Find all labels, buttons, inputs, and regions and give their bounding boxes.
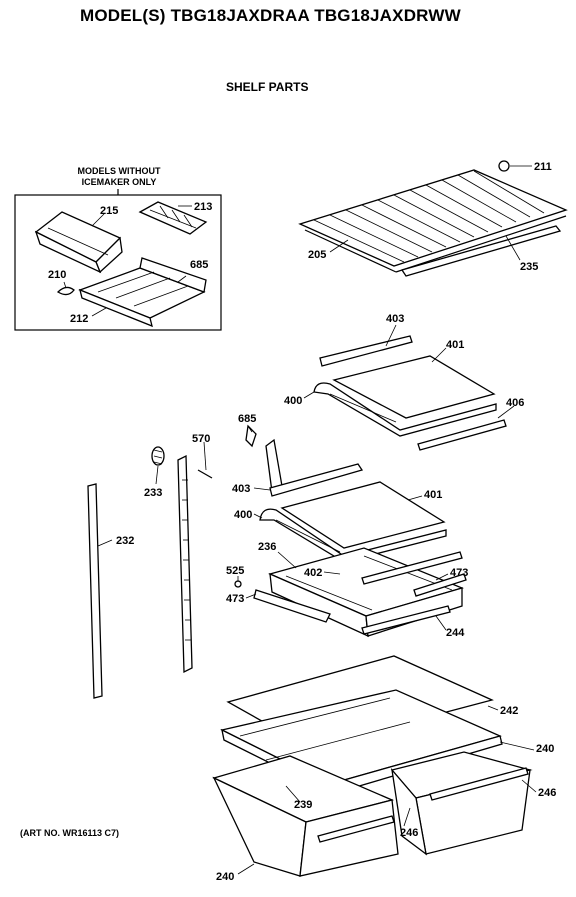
- callout-525: 525: [226, 565, 244, 577]
- part-233-spring: [151, 446, 165, 466]
- callout-239: 239: [294, 799, 312, 811]
- crisper-drawer-left: [212, 755, 399, 877]
- inset-title-line-2: ICEMAKER ONLY: [81, 177, 157, 187]
- bracket-685: [265, 438, 283, 494]
- callout-242: 242: [500, 705, 518, 717]
- shelf-trim-part: [400, 225, 562, 277]
- callout-401-upper: 401: [446, 339, 464, 351]
- pan-trim-244: [361, 605, 451, 635]
- shelf-trim-406: [417, 419, 507, 451]
- callout-473-right: 473: [450, 567, 468, 579]
- shelf-trim-403-upper: [319, 335, 413, 367]
- glass-shelf-401-upper: [332, 355, 496, 419]
- callout-212: 212: [70, 313, 88, 325]
- callout-213: 213: [194, 201, 212, 213]
- shelf-frame-400-lower: [259, 508, 447, 563]
- callout-210: 210: [48, 269, 66, 281]
- shelf-rail-232: [87, 483, 103, 699]
- callout-406: 406: [506, 397, 524, 409]
- callout-205: 205: [308, 249, 326, 261]
- ice-tray-part: [138, 201, 208, 235]
- callout-403-lower: 403: [232, 483, 250, 495]
- callout-246-bottom: 246: [400, 827, 418, 839]
- slide-rail-473-right: [413, 573, 467, 597]
- callout-570: 570: [192, 433, 210, 445]
- callout-233: 233: [144, 487, 162, 499]
- callout-235: 235: [520, 261, 538, 273]
- callout-246-right: 246: [538, 787, 556, 799]
- wire-shelf-part: [298, 169, 568, 273]
- callout-211: 211: [534, 161, 552, 173]
- callout-232: 232: [116, 535, 134, 547]
- callout-400-upper: 400: [284, 395, 302, 407]
- callout-403-upper: 403: [386, 313, 404, 325]
- inset-title-line-1: MODELS WITHOUT: [77, 166, 161, 176]
- part-685-screw: [245, 424, 257, 448]
- inset-box-title: MODELS WITHOUT ICEMAKER ONLY: [60, 166, 178, 188]
- shelf-rail-ladder: [177, 454, 193, 674]
- shelf-cap-part: [498, 160, 510, 172]
- callout-215: 215: [100, 205, 118, 217]
- section-title: SHELF PARTS: [226, 80, 309, 94]
- shelf-trim-403-lower: [269, 463, 364, 497]
- callout-244: 244: [446, 627, 465, 639]
- callout-236: 236: [258, 541, 276, 553]
- leader-lines: [63, 165, 537, 875]
- callout-402: 402: [304, 567, 322, 579]
- part-570-screw: [197, 469, 213, 479]
- callout-685-inset: 685: [190, 259, 208, 271]
- shelf-frame-400-upper: [313, 382, 497, 437]
- shelf-frame-236: [361, 551, 463, 585]
- callout-240-bottom: 240: [216, 871, 234, 883]
- slide-rail-473-left: [253, 589, 331, 623]
- callout-240-right: 240: [536, 743, 554, 755]
- page-title: MODEL(S) TBG18JAXDRAA TBG18JAXDRWW: [80, 6, 461, 25]
- art-number: (ART NO. WR16113 C7): [20, 828, 120, 838]
- callout-400-lower: 400: [234, 509, 252, 521]
- callout-685: 685: [238, 413, 256, 425]
- glass-shelf-401-lower: [280, 481, 446, 549]
- callout-473-left: 473: [226, 593, 244, 605]
- part-210-clip: [56, 286, 75, 296]
- shelf-tray-part: [78, 257, 207, 328]
- callout-401-lower: 401: [424, 489, 442, 501]
- ice-bucket-part: [34, 211, 123, 274]
